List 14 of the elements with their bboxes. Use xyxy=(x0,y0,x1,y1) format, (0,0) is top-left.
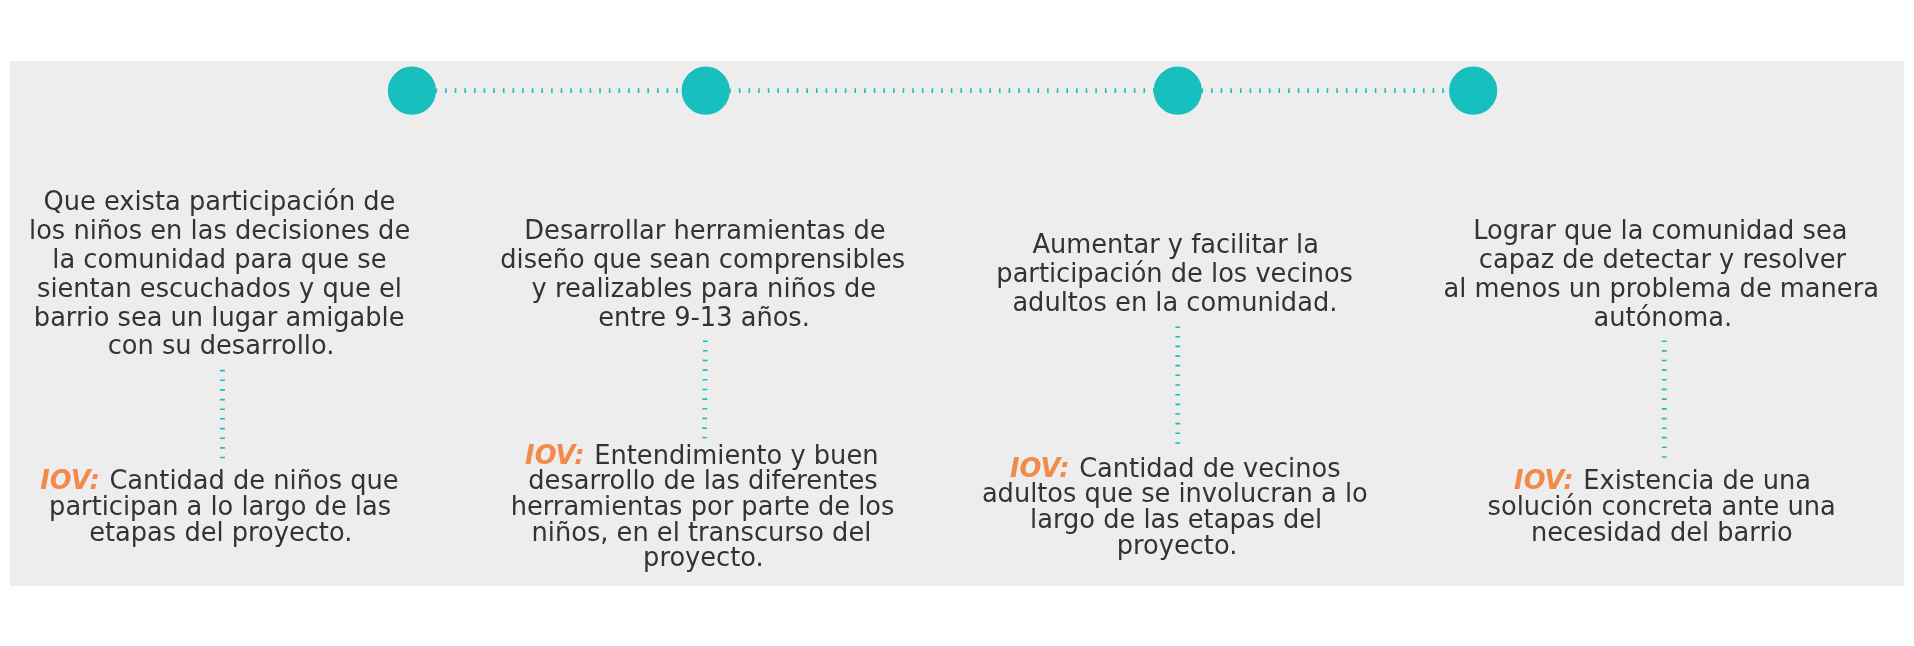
node-text: Lograr que la comunidad sea capaz de detectar y resolver al menos un problema de manera autónoma. xyxy=(1443,214,1879,332)
node-text: IOV: Entendimiento y buen desarrollo de las diferentes herramientas por parte de los niños, en el transcurso del proyecto. xyxy=(510,439,895,572)
node-text: Desarrollar herramientas de diseño que sean comprensibles y realizables para niños de entre 9-13 años. xyxy=(500,214,906,332)
node-circle xyxy=(681,66,730,115)
node-text: Que exista participación de los niños en las decisiones de la comunidad para que se sientan escuchados y que el barrio sea un lugar amigable con su desarrollo. xyxy=(29,185,411,360)
node-text: IOV: Existencia de una solución concreta ante una necesidad del barrio xyxy=(1487,464,1836,547)
node-text: Aumentar y facilitar la participación de los vecinos adultos en la comunidad. xyxy=(996,228,1353,317)
node-text: IOV: Cantidad de vecinos adultos que se involucran a lo largo de las etapas del proyecto. xyxy=(981,452,1368,560)
node-circle xyxy=(1449,66,1498,115)
node-circle xyxy=(387,66,436,115)
connector xyxy=(729,87,1155,93)
connector xyxy=(702,339,708,438)
node-text: IOV: Cantidad de niños que participan a lo largo de las etapas del proyecto. xyxy=(40,464,399,547)
node-circle xyxy=(1153,66,1202,115)
